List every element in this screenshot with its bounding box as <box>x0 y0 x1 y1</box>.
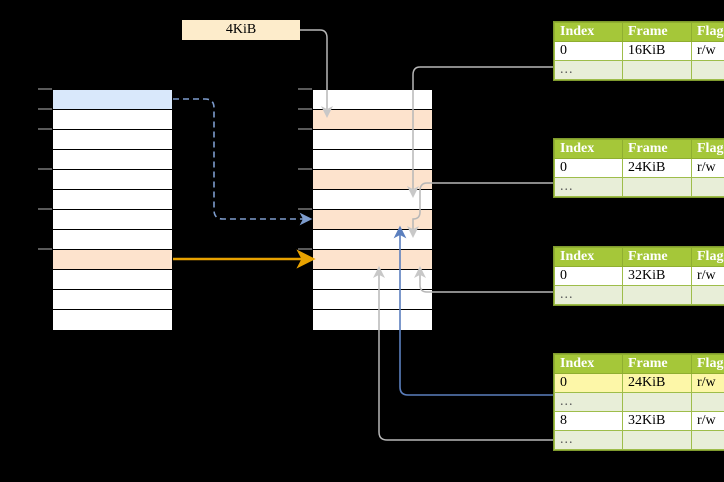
page-table-3: Index Frame Flags 0 32KiB r/w ... <box>553 246 724 306</box>
table-row: ... <box>554 285 724 305</box>
pt4-r2-frame: 32KiB <box>622 411 692 431</box>
pt1-r1-index: ... <box>554 60 623 80</box>
left-memory-row-6 <box>53 210 172 230</box>
left-memory-row-10 <box>53 290 172 310</box>
left-memory-row-11 <box>53 310 172 330</box>
pt4-r1-index: ... <box>554 392 623 412</box>
table-row: 8 32KiB r/w <box>554 411 724 431</box>
middle-memory-row-1 <box>313 110 432 130</box>
middle-column-ticks <box>298 88 312 250</box>
page-table-1: Index Frame Flags 0 16KiB r/w ... <box>553 21 724 81</box>
pt1-header-index: Index <box>554 22 623 42</box>
middle-memory-row-10 <box>313 290 432 310</box>
left-memory-row-0 <box>53 90 172 110</box>
pt1-r1-frame <box>622 60 692 80</box>
pt1-r0-frame: 16KiB <box>622 41 692 61</box>
pt2-header-flags: Flags <box>691 139 724 159</box>
wire-pt4-row8-to-middle-row8 <box>373 266 553 441</box>
left-memory-row-7 <box>53 230 172 250</box>
pt3-r1-frame <box>622 285 692 305</box>
pt4-header-index: Index <box>554 354 623 374</box>
size-label-4kib: 4KiB <box>182 20 300 40</box>
wire-pt3-to-middle-row8 <box>414 266 553 293</box>
middle-memory-row-5 <box>313 190 432 210</box>
pt4-r0-index: 0 <box>554 373 623 393</box>
wire-size-label-to-middle-row1 <box>300 29 333 118</box>
pt1-r0-flags: r/w <box>691 41 724 61</box>
pt3-header-frame: Frame <box>622 247 692 267</box>
pt2-r1-flags <box>691 177 724 197</box>
left-memory-row-4 <box>53 170 172 190</box>
pt2-r0-frame: 24KiB <box>622 158 692 178</box>
left-memory-row-8 <box>53 250 172 270</box>
table-row: 0 24KiB r/w <box>554 158 724 178</box>
middle-memory-row-2 <box>313 130 432 150</box>
table-row: ... <box>554 60 724 80</box>
pt4-r0-flags: r/w <box>691 373 724 393</box>
pt2-r1-index: ... <box>554 177 623 197</box>
middle-memory-row-3 <box>313 150 432 170</box>
left-memory-row-9 <box>53 270 172 290</box>
middle-memory-row-9 <box>313 270 432 290</box>
pt4-r3-frame <box>622 430 692 450</box>
page-table-4: Index Frame Flags 0 24KiB r/w ... 8 32Ki… <box>553 353 724 451</box>
middle-memory-row-0 <box>313 90 432 110</box>
pt4-r0-frame: 24KiB <box>622 373 692 393</box>
wire-pt4-row0-to-middle-row6 <box>393 225 553 396</box>
pt1-r0-index: 0 <box>554 41 623 61</box>
left-memory-row-5 <box>53 190 172 210</box>
middle-memory-row-11 <box>313 310 432 330</box>
left-memory-row-3 <box>53 150 172 170</box>
middle-memory-row-8 <box>313 250 432 270</box>
pt4-header-frame: Frame <box>622 354 692 374</box>
left-memory-row-2 <box>53 130 172 150</box>
table-row: 0 24KiB r/w <box>554 373 724 393</box>
pt2-r0-flags: r/w <box>691 158 724 178</box>
wire-pt2-to-middle-row6 <box>407 182 553 238</box>
page-table-2: Index Frame Flags 0 24KiB r/w ... <box>553 138 724 198</box>
wire-pt1-to-middle-row4 <box>407 66 553 198</box>
table-row: 0 32KiB r/w <box>554 266 724 286</box>
pt1-header-flags: Flags <box>691 22 724 42</box>
pt3-r1-flags <box>691 285 724 305</box>
pt2-header-index: Index <box>554 139 623 159</box>
table-row: 0 16KiB r/w <box>554 41 724 61</box>
pt2-r1-frame <box>622 177 692 197</box>
left-memory-column <box>52 89 173 330</box>
pt3-r0-flags: r/w <box>691 266 724 286</box>
pt2-header-frame: Frame <box>622 139 692 159</box>
middle-memory-row-4 <box>313 170 432 190</box>
pt4-r2-index: 8 <box>554 411 623 431</box>
pt3-r0-frame: 32KiB <box>622 266 692 286</box>
pt4-r3-index: ... <box>554 430 623 450</box>
left-memory-row-1 <box>53 110 172 130</box>
pt4-r3-flags <box>691 430 724 450</box>
table-row: ... <box>554 177 724 197</box>
middle-memory-row-6 <box>313 210 432 230</box>
table-row: ... <box>554 430 724 450</box>
left-column-ticks <box>38 88 52 250</box>
wire-left-row0-to-middle-row6 <box>173 98 313 226</box>
pt1-r1-flags <box>691 60 724 80</box>
pt4-header-flags: Flags <box>691 354 724 374</box>
